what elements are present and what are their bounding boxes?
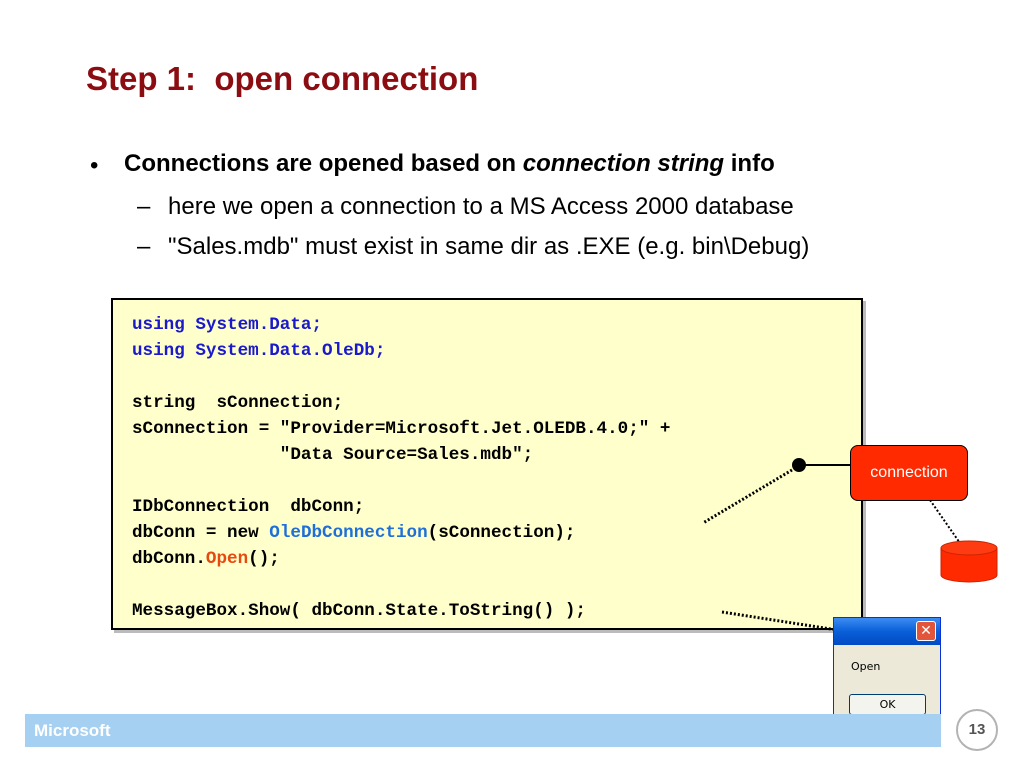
- code-line-using-oledb: using System.Data.OleDb;: [132, 341, 386, 361]
- slide-title: Step 1: open connection: [86, 60, 479, 97]
- code-method-open: Open: [205, 549, 249, 569]
- page-number: 13: [956, 709, 998, 751]
- code-line-messagebox: MessageBox.Show( dbConn.State.ToString()…: [132, 601, 586, 621]
- code-line-open-prefix: dbConn.: [132, 549, 206, 569]
- footer-brand: Microsoft: [34, 721, 111, 740]
- close-icon[interactable]: ✕: [916, 621, 936, 641]
- code-line-open-suffix: ();: [248, 549, 280, 569]
- connection-callout-label: connection: [870, 464, 948, 481]
- connection-dotted-line: [702, 468, 793, 525]
- dialog-titlebar[interactable]: ✕: [834, 618, 940, 645]
- code-line-using-data: using System.Data;: [132, 315, 323, 335]
- code-listing: using System.Data; using System.Data.Ole…: [132, 312, 670, 624]
- footer-bar: Microsoft: [25, 714, 941, 747]
- code-listing-box: using System.Data; using System.Data.Ole…: [111, 298, 863, 630]
- ok-button[interactable]: OK: [849, 694, 926, 715]
- main-bullet-text: Connections are opened based on: [124, 150, 523, 177]
- code-line-declare-string: string sConnection;: [132, 393, 344, 413]
- sub-bullet-marker: –: [137, 193, 151, 220]
- code-line-assign-provider: sConnection = "Provider=Microsoft.Jet.OL…: [132, 419, 671, 439]
- connection-callout: connection: [850, 445, 968, 501]
- code-class-oledbconnection: OleDbConnection: [269, 523, 428, 543]
- sub-bullet-access-db: here we open a connection to a MS Access…: [168, 193, 794, 220]
- main-bullet: Connections are opened based on connecti…: [124, 150, 775, 178]
- sub-bullet-sales-mdb: "Sales.mdb" must exist in same dir as .E…: [168, 233, 810, 260]
- connection-anchor-dot: [792, 458, 806, 472]
- messagebox-dotted-line: [721, 610, 851, 634]
- bullet-marker: •: [90, 152, 99, 179]
- code-line-new-conn: dbConn = new: [132, 523, 270, 543]
- main-bullet-emphasis: connection string: [522, 150, 725, 177]
- messagebox-dialog: ✕ Open OK: [833, 617, 941, 730]
- sub-bullet-marker: –: [137, 233, 151, 260]
- database-icon: [940, 540, 998, 583]
- dialog-message: Open: [851, 660, 881, 673]
- main-bullet-suffix: info: [724, 150, 775, 177]
- code-line-new-conn-args: (sConnection);: [427, 523, 576, 543]
- code-line-data-source: "Data Source=Sales.mdb";: [132, 445, 534, 465]
- db-dotted-line: [929, 499, 963, 547]
- code-line-declare-conn: IDbConnection dbConn;: [132, 497, 365, 517]
